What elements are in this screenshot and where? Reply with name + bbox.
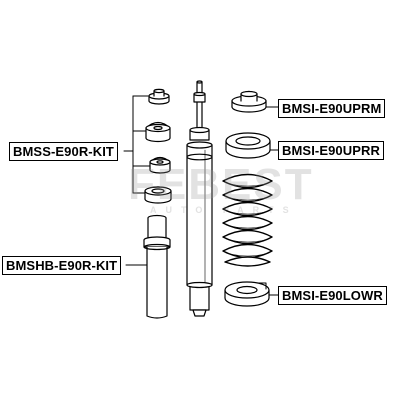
upper-mount — [231, 90, 267, 113]
kit-bracket — [123, 95, 151, 266]
upper-spring-seat — [225, 132, 271, 159]
stopper-kit-parts — [144, 88, 172, 204]
label-upper-mount: BMSI-E90UPRM — [278, 99, 386, 118]
lower-spring-seat — [224, 281, 270, 307]
label-upper-seat: BMSI-E90UPRR — [278, 141, 384, 160]
right-leader-lines — [265, 106, 279, 296]
label-lower-seat: BMSI-E90LOWR — [278, 286, 387, 305]
coil-spring — [222, 173, 273, 267]
shock-absorber — [186, 80, 213, 317]
label-boot-kit: BMSHB-E90R-KIT — [2, 256, 122, 275]
bump-stop-boot — [143, 214, 171, 319]
label-stopper-kit: BMSS-E90R-KIT — [9, 142, 118, 161]
